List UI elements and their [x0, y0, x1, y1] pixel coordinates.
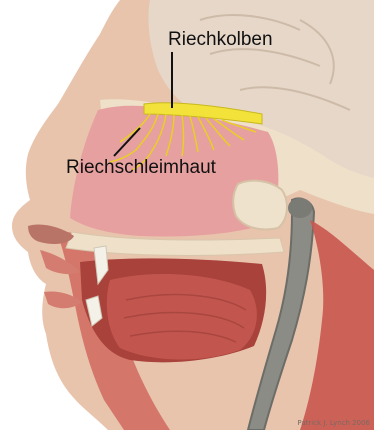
label-olfactory-epithelium: Riechschleimhaut: [66, 158, 216, 177]
label-olfactory-bulb: Riechkolben: [168, 30, 273, 49]
eustachian-opening: [288, 198, 312, 218]
credit-signature: Patrick J. Lynch 2006: [297, 419, 370, 427]
sphenoid-sinus: [233, 181, 287, 230]
